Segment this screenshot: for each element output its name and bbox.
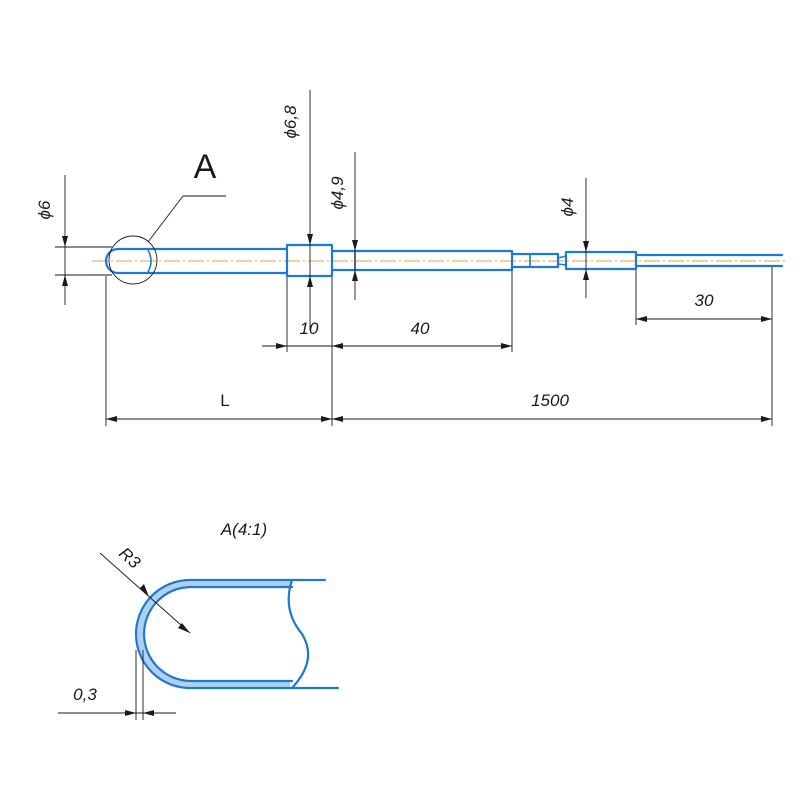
dim-phi68-label: ϕ6,8 [281, 105, 300, 139]
dimension-L-1500: L 1500 [105, 267, 773, 426]
dimension-30: 30 [635, 270, 772, 325]
detail-outer-wall [134, 578, 340, 690]
probe-tip-inner-edge [147, 249, 152, 273]
detail-wall-hatch [137, 581, 290, 687]
sleeve-gap-left [557, 255, 567, 259]
r3-label: R3 [115, 544, 144, 573]
detail-callout-a: A [108, 148, 226, 285]
probe-main-view [92, 243, 785, 278]
detail-break-line [287, 578, 310, 690]
dimension-phi6: ϕ6 [35, 175, 112, 305]
dim-phi4-label: ϕ4 [558, 198, 577, 217]
dim-30-label: 30 [695, 291, 714, 310]
wall-label: 0,3 [73, 685, 97, 704]
probe-collar [285, 243, 334, 278]
dimension-10: 10 [262, 277, 512, 352]
probe-sleeve [564, 250, 638, 271]
dim-1500-label: 1500 [531, 391, 569, 410]
detail-view: A(4:1) R3 0,3 [58, 520, 340, 720]
dimension-phi49: ϕ4,9 [328, 152, 358, 300]
detail-title: A(4:1) [220, 520, 267, 539]
probe-reduction [510, 252, 560, 269]
sleeve-gap-right [557, 263, 567, 266]
probe-shaft [330, 249, 514, 272]
dimension-phi4: ϕ4 [558, 178, 589, 298]
dimension-phi68: ϕ6,8 [281, 90, 313, 330]
dim-40-label: 40 [411, 319, 430, 338]
dimension-40: 40 [411, 271, 513, 352]
dim-10-label: 10 [300, 319, 319, 338]
dim-L-label: L [220, 391, 229, 410]
dim-phi49-label: ϕ4,9 [328, 176, 347, 210]
callout-letter-a: A [194, 148, 217, 186]
probe-tip [104, 247, 289, 275]
dim-phi6-label: ϕ6 [35, 200, 54, 219]
detail-inner-wall [142, 585, 294, 683]
